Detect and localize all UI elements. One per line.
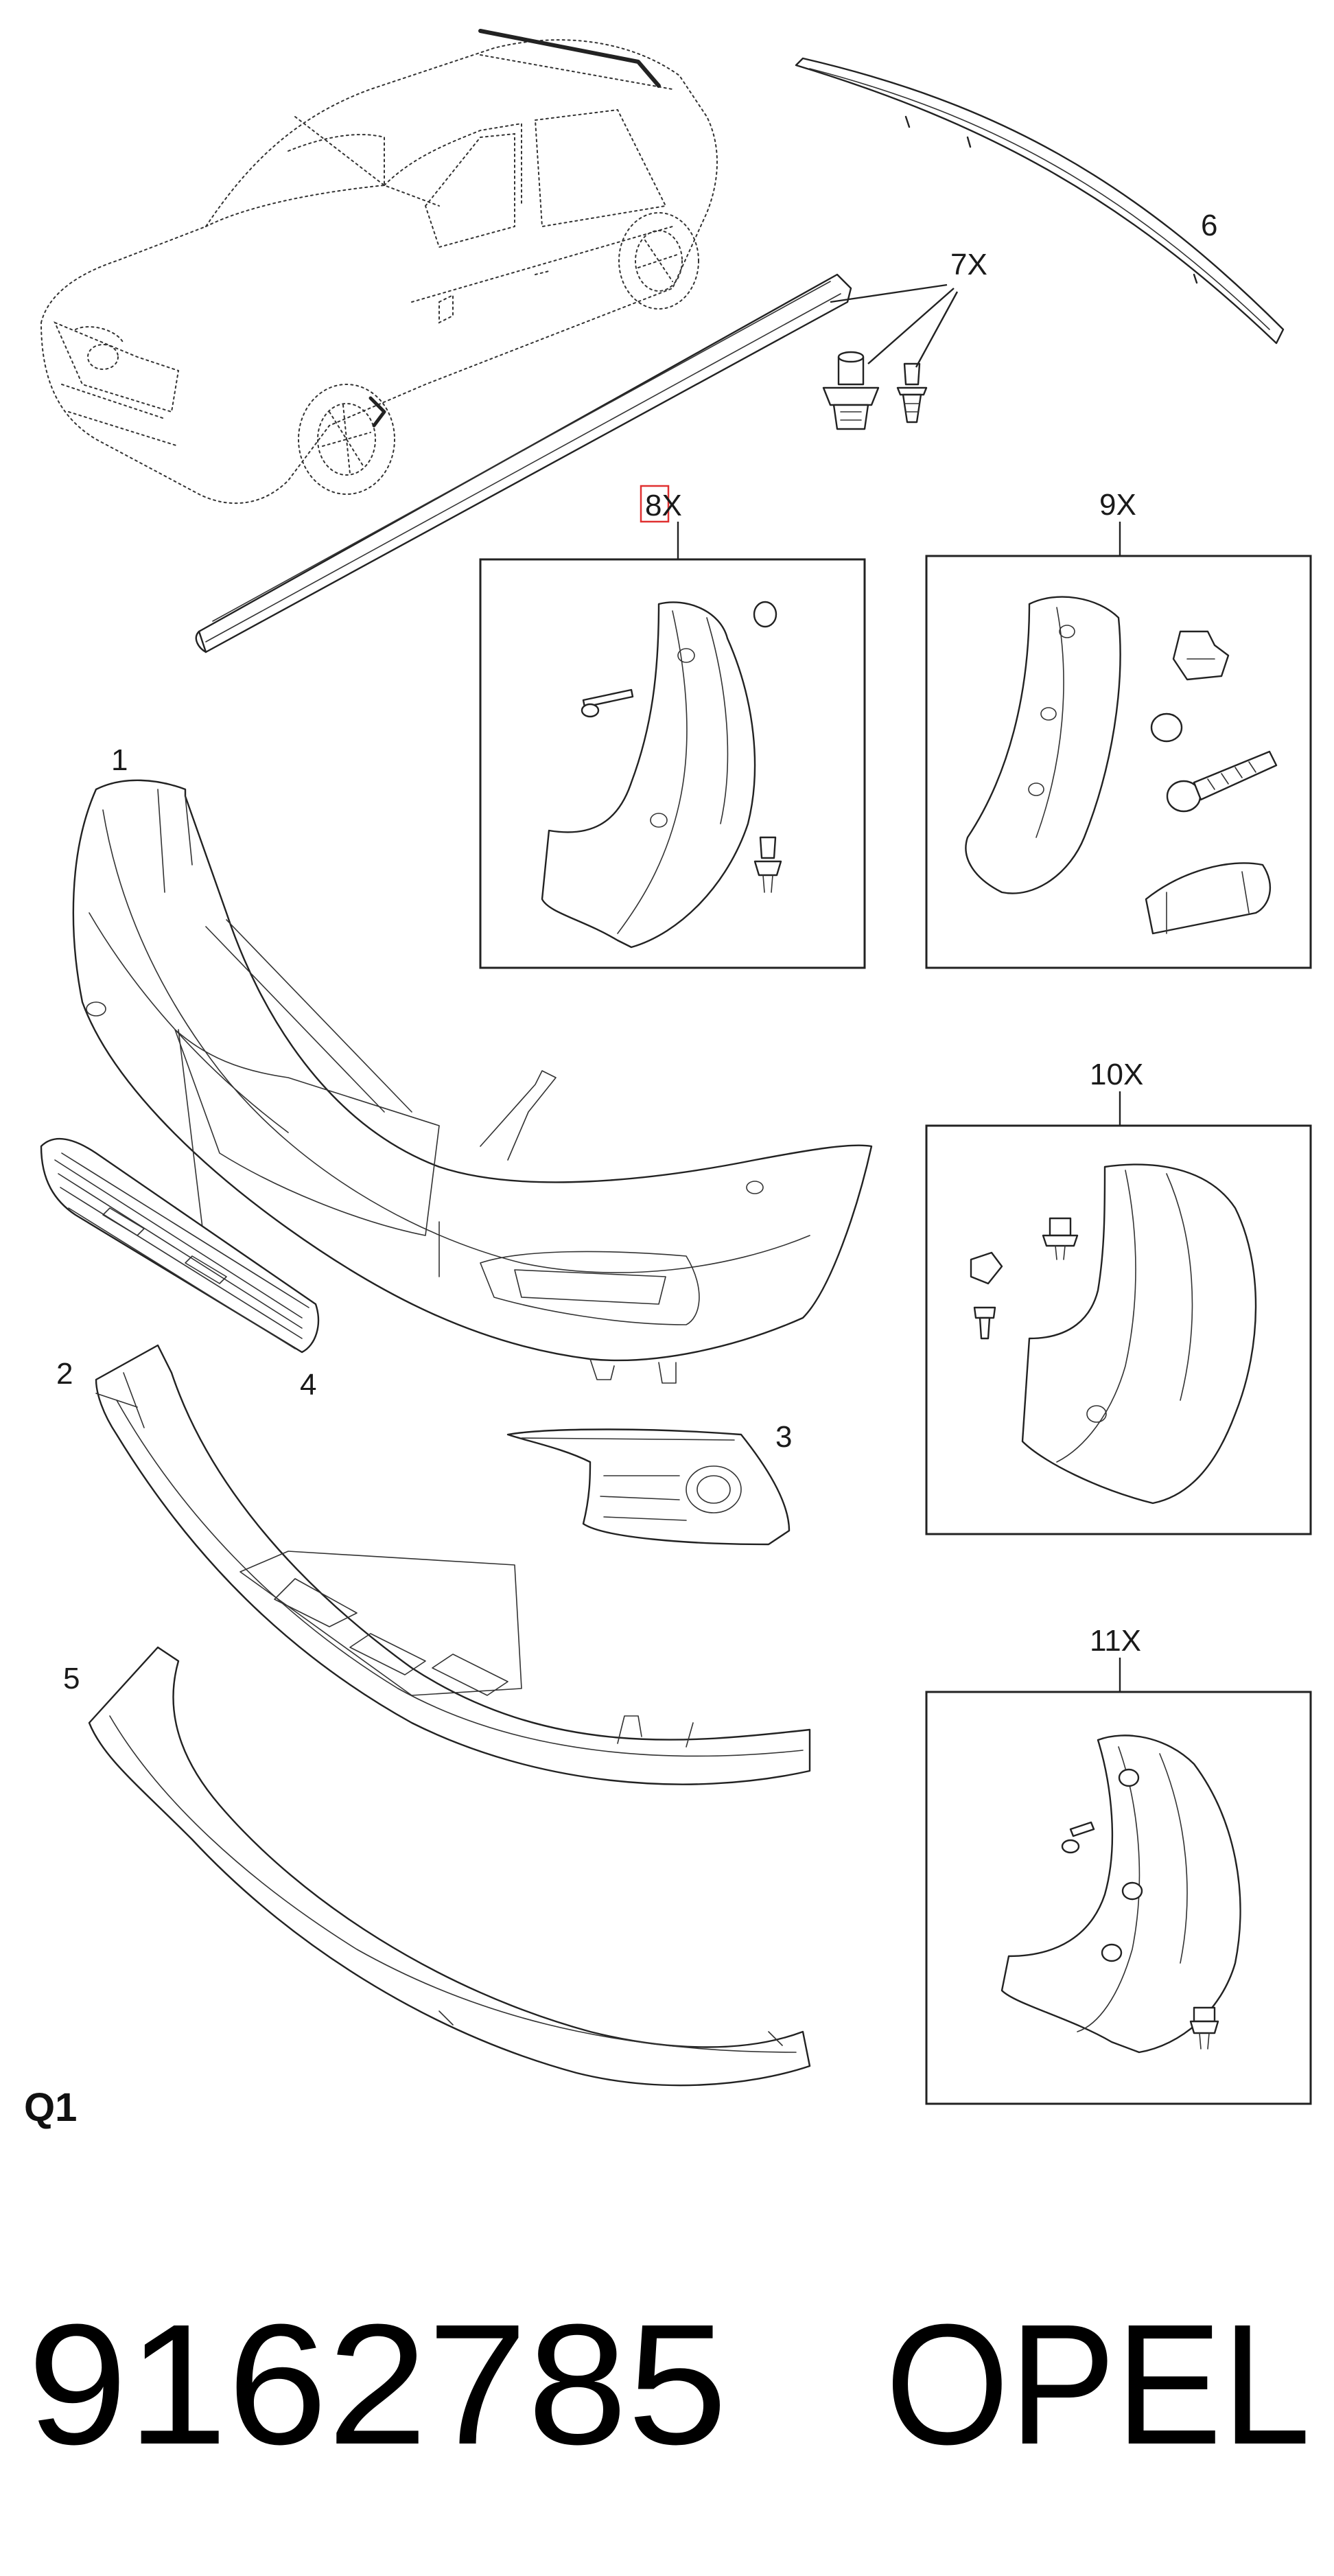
callout-3: 3 (775, 1420, 792, 1454)
callout-4: 4 (300, 1368, 316, 1402)
callout-10x: 10X (1090, 1058, 1143, 1091)
callout-8x: 8X (645, 489, 682, 522)
callout-1: 1 (111, 743, 128, 777)
mudflap-10x-illustration (970, 1163, 1257, 1505)
mudflap-9x-illustration (965, 596, 1278, 935)
section-label: Q1 (24, 2085, 77, 2130)
callout-5: 5 (63, 1662, 80, 1695)
brand-name: OPEL (885, 2288, 1311, 2480)
leader-lines (677, 283, 1121, 1692)
callout-2: 2 (56, 1357, 73, 1391)
radiator-grille (40, 1137, 320, 1354)
callout-8-number: 8 (645, 489, 662, 522)
mudflap-8x-illustration (541, 601, 782, 949)
part-number: 9162785 (27, 2288, 727, 2480)
lower-bumper-undertray (95, 1344, 811, 1785)
front-bumper (72, 779, 873, 1384)
fog-lamp-bezel (506, 1428, 791, 1546)
callout-11x: 11X (1090, 1624, 1141, 1658)
side-sill-moulding (195, 273, 852, 653)
roof-moulding (795, 57, 1285, 345)
callout-7x: 7X (950, 248, 987, 281)
mudflap-11x-illustration (1000, 1734, 1241, 2054)
car-illustration (40, 29, 718, 504)
callout-6: 6 (1201, 209, 1217, 242)
callout-8-suffix: X (662, 489, 681, 522)
clips-7x (822, 351, 928, 430)
callout-9x: 9X (1099, 488, 1136, 522)
callout-8-highlight (640, 485, 670, 523)
front-spoiler-lip (88, 1646, 811, 2087)
